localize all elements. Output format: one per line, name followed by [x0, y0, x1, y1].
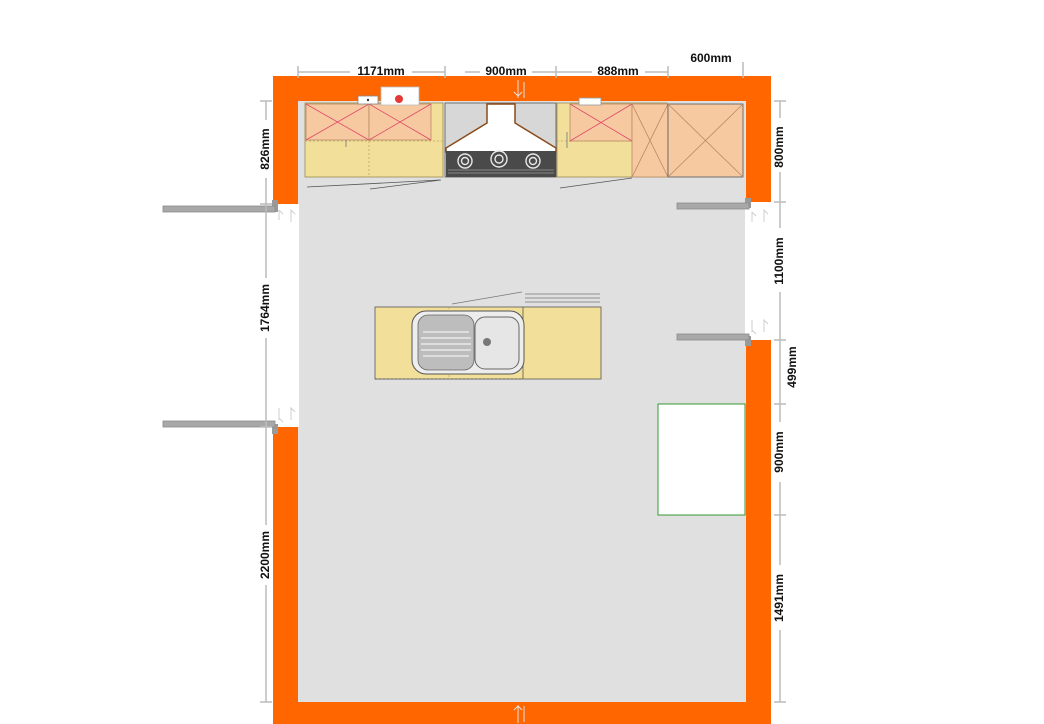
dim-top-1: 1171mm: [357, 64, 404, 78]
dim-top-4: 600mm: [690, 51, 731, 65]
island-door-swings: [451, 291, 600, 305]
dim-left-3: 2200mm: [258, 531, 272, 579]
right-door-leaf-top: [676, 202, 750, 210]
dim-top-2: 900mm: [485, 64, 526, 78]
right-dimension-line: [774, 100, 786, 703]
left-door-leaf-top: [162, 205, 276, 213]
hob-grill-lines: [448, 169, 554, 174]
dim-right-3: 499mm: [785, 346, 799, 387]
dim-right-4: 900mm: [772, 431, 786, 472]
sink-bowl: [474, 316, 520, 370]
floor-area: [298, 101, 746, 702]
left-door-leaf-bottom: [162, 420, 276, 428]
right-wall-appliance: [657, 403, 746, 516]
left-door-swing-arrows: [278, 208, 296, 423]
sink-drain: [483, 338, 491, 346]
dim-left-2: 1764mm: [258, 284, 272, 332]
kettle-icon: [395, 95, 403, 103]
left-doorway-opening: [273, 204, 299, 427]
dim-right-5: 1491mm: [772, 574, 786, 622]
top-dimension-line: [297, 62, 744, 78]
right-doorway-opening: [745, 202, 771, 340]
sink: [411, 310, 525, 375]
left-dimension-line: [260, 100, 272, 703]
small-appliance-box: [578, 97, 602, 106]
right-doorway-jamb-bottom: [745, 336, 751, 346]
base-door-swings: [306, 177, 633, 190]
dim-right-1: 800mm: [772, 126, 786, 167]
wall-arrow-marks: [513, 80, 525, 723]
hob-burners: [457, 150, 541, 169]
right-door-leaf-bottom: [676, 333, 750, 341]
dim-right-2: 1100mm: [772, 237, 786, 284]
left-doorway-jamb-bottom: [272, 424, 278, 434]
dim-top-3: 888mm: [597, 64, 638, 78]
dim-left-1: 826mm: [258, 128, 272, 169]
right-door-swing-arrows: [751, 208, 769, 335]
